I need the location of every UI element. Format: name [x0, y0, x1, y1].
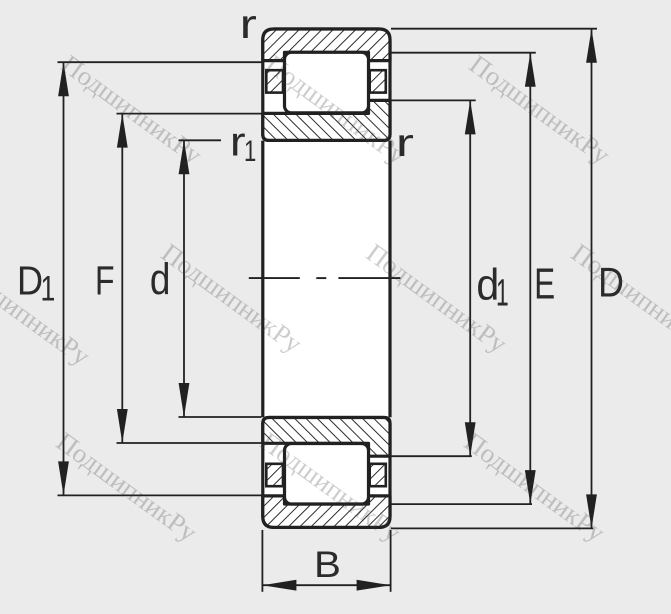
- svg-text:D: D: [17, 259, 43, 305]
- svg-text:d: d: [476, 261, 499, 311]
- svg-text:r: r: [240, 1, 257, 47]
- svg-text:1: 1: [41, 269, 56, 309]
- svg-text:D: D: [598, 260, 624, 306]
- svg-text:r: r: [396, 121, 414, 165]
- svg-text:F: F: [95, 258, 115, 304]
- svg-text:1: 1: [496, 271, 509, 313]
- svg-text:d: d: [150, 254, 171, 304]
- svg-text:B: B: [314, 544, 341, 585]
- svg-text:r: r: [230, 119, 246, 164]
- svg-text:1: 1: [244, 134, 256, 168]
- svg-text:E: E: [534, 259, 555, 309]
